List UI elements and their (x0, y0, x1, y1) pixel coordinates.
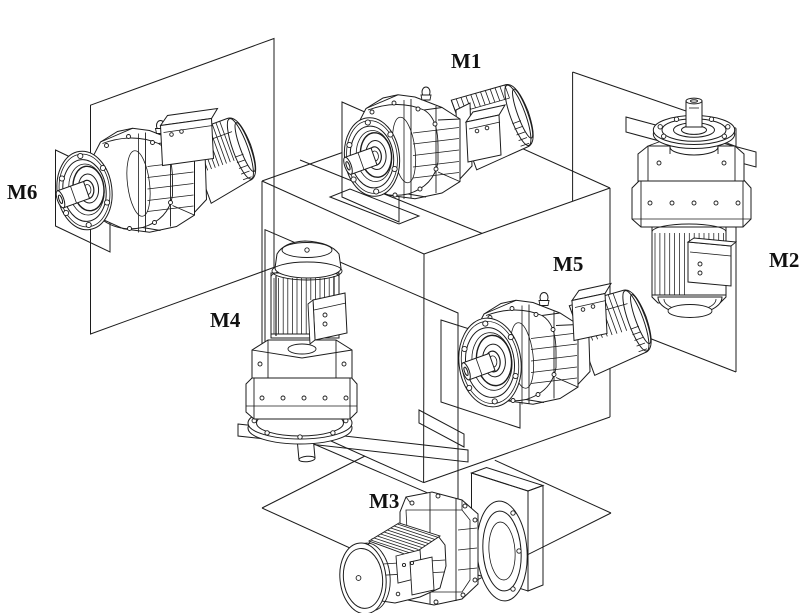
svg-text:M3: M3 (369, 489, 399, 513)
svg-text:M5: M5 (553, 252, 583, 276)
svg-text:M6: M6 (7, 180, 37, 204)
svg-text:M4: M4 (210, 308, 241, 332)
svg-text:M1: M1 (451, 49, 481, 73)
svg-text:M2: M2 (769, 248, 799, 272)
